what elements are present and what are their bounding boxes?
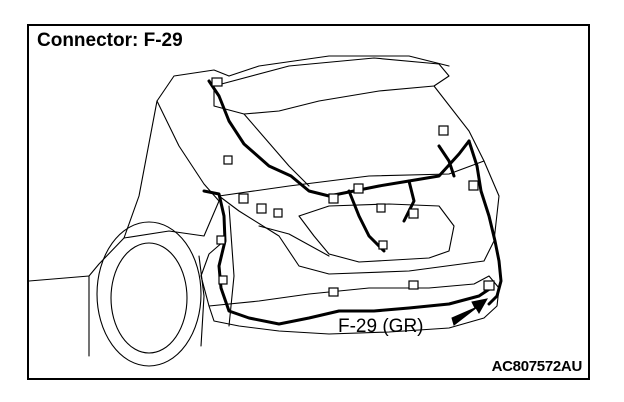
figure-id: AC807572AU: [491, 358, 583, 375]
connector-icon: [378, 240, 388, 250]
connector-icon: [353, 183, 364, 194]
vehicle-harness-illustration: [29, 55, 503, 367]
connector-icon: [238, 193, 249, 204]
connector-icon: [328, 193, 339, 204]
wiring-harness: [202, 79, 503, 326]
connector-icon: [468, 180, 479, 191]
connector-icon: [256, 203, 267, 214]
rear-wheel: [96, 221, 202, 367]
rear-bumper: [208, 275, 500, 335]
diagram-frame: Connector: F-29 F-29 (GR) AC807572AU: [27, 24, 590, 380]
tailgate: [218, 160, 500, 275]
connector-icon: [328, 287, 339, 297]
connector-icon: [483, 280, 495, 291]
connector-icon: [216, 235, 226, 245]
connector-icon: [438, 125, 449, 136]
connector-icon: [223, 155, 233, 165]
connector-icon: [211, 77, 223, 87]
connector-callout-label: F-29 (GR): [338, 316, 424, 337]
connector-icon: [376, 203, 386, 213]
arrow-icon: [451, 298, 488, 326]
connectors: [211, 77, 495, 297]
diagram-title: Connector: F-29: [37, 30, 183, 51]
connector-icon: [273, 208, 283, 218]
connector-icon: [408, 208, 419, 219]
connector-icon: [218, 275, 228, 285]
roof-spoiler: [213, 57, 450, 115]
connector-icon: [408, 280, 419, 290]
